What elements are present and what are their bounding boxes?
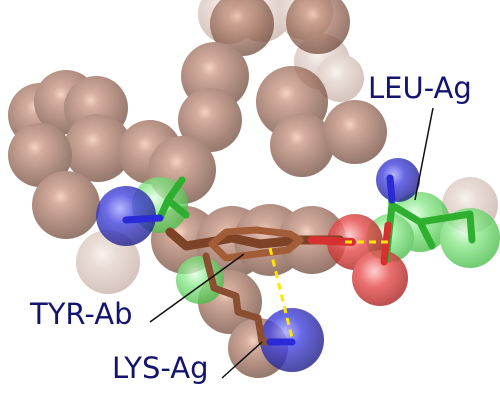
hydrogen-bonds [268, 240, 392, 339]
leader-tyr [149, 253, 245, 323]
hbond-tyr-lys [268, 247, 294, 339]
tyr-stick [165, 226, 356, 262]
atom-spheres-nitrogen [96, 158, 420, 372]
left-stick [122, 176, 190, 224]
label-lys-ag: LYS-Ag [112, 351, 209, 385]
leader-leu [414, 107, 434, 201]
leader-lys [221, 341, 263, 379]
label-leaders [149, 107, 434, 379]
label-tyr-ab: TYR-Ab [29, 297, 132, 331]
label-leu-ag: LEU-Ag [368, 71, 472, 105]
